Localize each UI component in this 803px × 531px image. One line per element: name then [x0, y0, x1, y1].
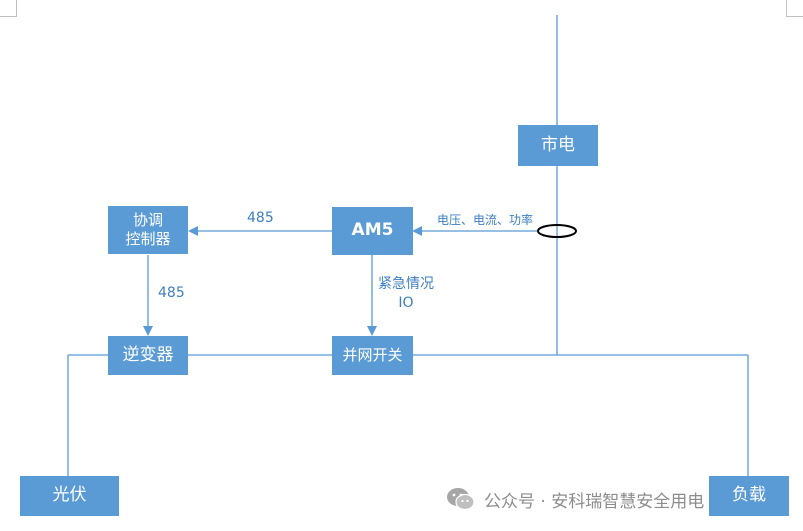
grid-label: 市电	[541, 134, 575, 155]
grid-box: 市电	[518, 125, 598, 166]
coordinator-label-line2: 控制器	[125, 230, 171, 248]
wechat-icon	[447, 488, 475, 511]
page-corner-mark	[786, 0, 803, 17]
am5-to-switch-label: 紧急情况 IO	[378, 275, 434, 313]
grid-switch-box: 并网开关	[332, 336, 413, 375]
load-label: 负载	[732, 485, 766, 506]
load-box: 负载	[709, 476, 789, 516]
am5-label: AM5	[351, 220, 394, 241]
inverter-label: 逆变器	[122, 344, 174, 365]
coordinator-to-inverter-label: 485	[158, 285, 185, 301]
grid-switch-label: 并网开关	[342, 346, 403, 365]
pv-label: 光伏	[52, 485, 87, 506]
pv-box: 光伏	[20, 476, 119, 516]
am5-to-coordinator-label: 485	[247, 210, 274, 226]
coordinator-box: 协调 控制器	[108, 206, 188, 254]
watermark: 公众号 · 安科瑞智慧安全用电	[446, 485, 704, 513]
watermark-text: 公众号 · 安科瑞智慧安全用电	[484, 491, 705, 512]
sensor-to-am5-label: 电压、电流、功率	[437, 213, 534, 227]
inverter-box: 逆变器	[108, 336, 188, 375]
coordinator-label-line1: 协调	[132, 211, 163, 230]
am5-to-switch-label-line2: IO	[398, 294, 414, 311]
am5-box: AM5	[332, 207, 413, 255]
page-corner-mark	[0, 0, 17, 17]
am5-to-switch-label-line1: 紧急情况	[378, 276, 434, 292]
current-sensor-ring	[537, 224, 577, 238]
